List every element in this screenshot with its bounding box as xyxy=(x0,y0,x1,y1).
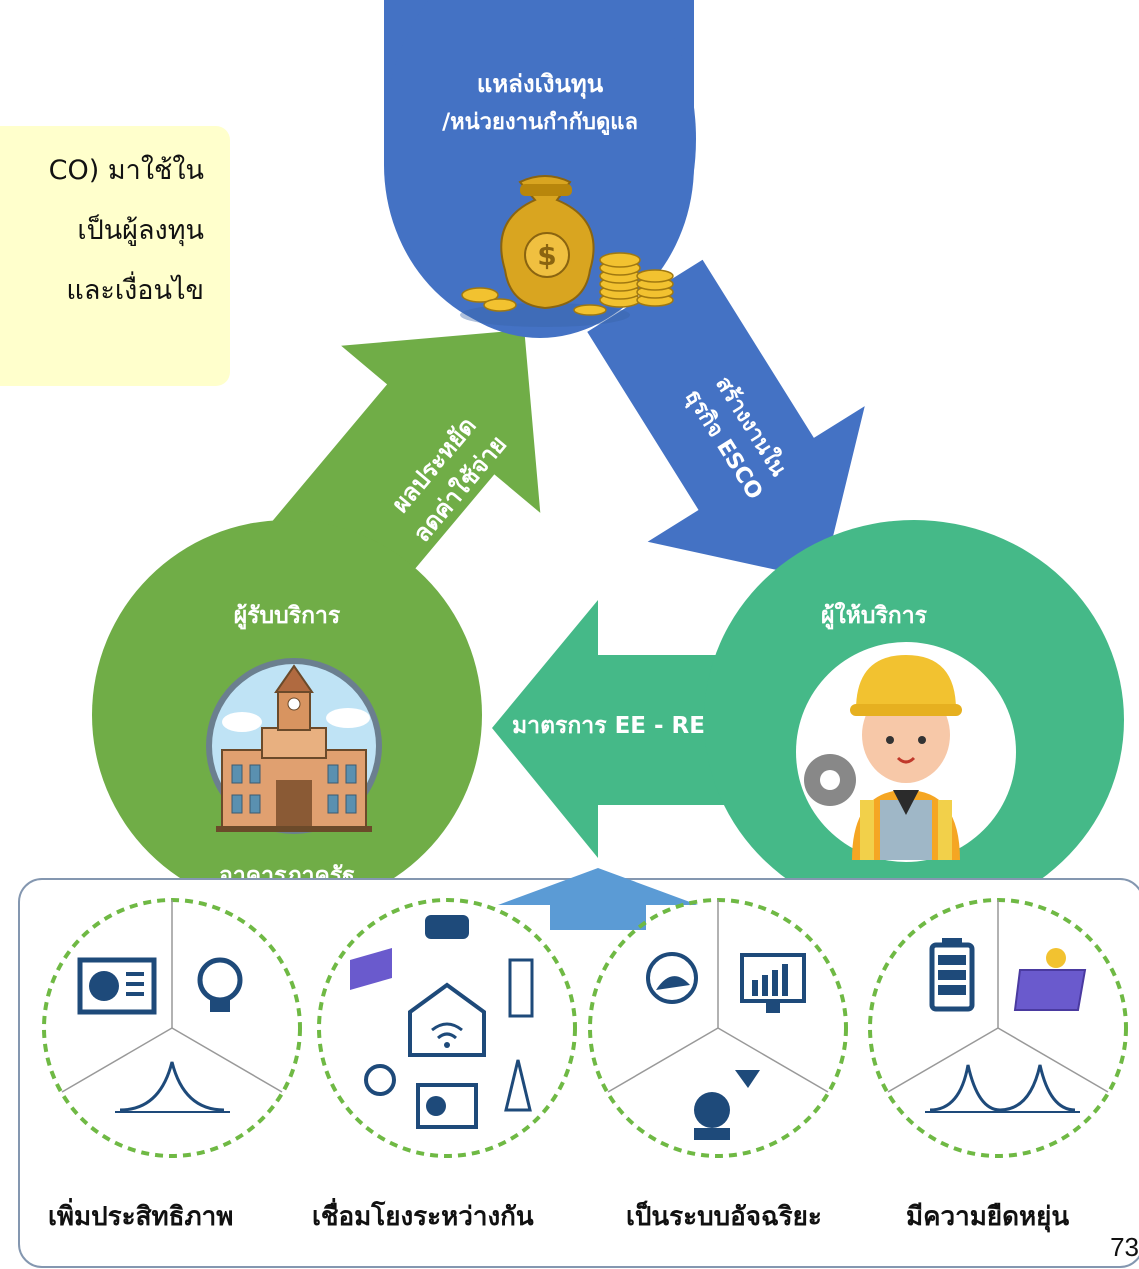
svg-text:$: $ xyxy=(537,239,556,272)
feature-circle-smart xyxy=(588,898,848,1158)
note-box: CO) มาใช้ใน เป็นผู้ลงทุน และเงื่อนไข xyxy=(0,126,230,386)
measures-arrow xyxy=(492,600,740,858)
person-sensor-icon xyxy=(694,1070,760,1140)
chart-monitor-icon xyxy=(740,953,806,1013)
solar-panel-icon xyxy=(350,948,392,990)
funder-title-line1: แหล่งเงินทุน xyxy=(476,70,604,98)
note-line-1: CO) มาใช้ใน xyxy=(48,155,204,186)
page-number: 73 xyxy=(1110,1232,1139,1262)
funder-title-line2: /หน่วยงานกำกับดูแล xyxy=(442,110,638,135)
receiver-title: ผู้รับบริการ xyxy=(233,603,341,629)
esco-arrow xyxy=(587,259,865,580)
feature-label-smart: เป็นระบบอัจฉริยะ xyxy=(626,1202,822,1232)
pylon-icon xyxy=(504,1059,532,1112)
ac-unit-icon xyxy=(416,1083,478,1129)
bulb-icon xyxy=(364,1064,396,1096)
feature-label-flexible: มีความยืดหยุ่น xyxy=(906,1202,1070,1232)
car-icon xyxy=(425,915,469,939)
feature-circle-flexible xyxy=(868,898,1128,1158)
feature-label-efficiency: เพิ่มประสิทธิภาพ xyxy=(48,1202,234,1232)
solar-panel-icon xyxy=(1013,948,1087,1011)
measures-label: มาตรการ EE - RE xyxy=(512,713,705,739)
peak-shift-curve-icon xyxy=(925,1064,1080,1113)
feature-circle-efficiency xyxy=(42,898,302,1158)
fridge-icon xyxy=(508,958,534,1018)
note-line-3: และเงื่อนไข xyxy=(66,275,204,306)
bell-curve-icon xyxy=(115,1061,230,1113)
note-line-2: เป็นผู้ลงทุน xyxy=(77,215,204,246)
feature-label-connected: เชื่อมโยงระหว่างกัน xyxy=(312,1202,534,1232)
feature-circle-connected xyxy=(317,898,577,1158)
battery-icon xyxy=(929,938,975,1012)
thermostat-icon xyxy=(646,952,698,1004)
light-bulb-icon xyxy=(197,957,243,1012)
provider-title: ผู้ให้บริการ xyxy=(820,603,927,629)
air-conditioner-icon xyxy=(77,957,157,1015)
